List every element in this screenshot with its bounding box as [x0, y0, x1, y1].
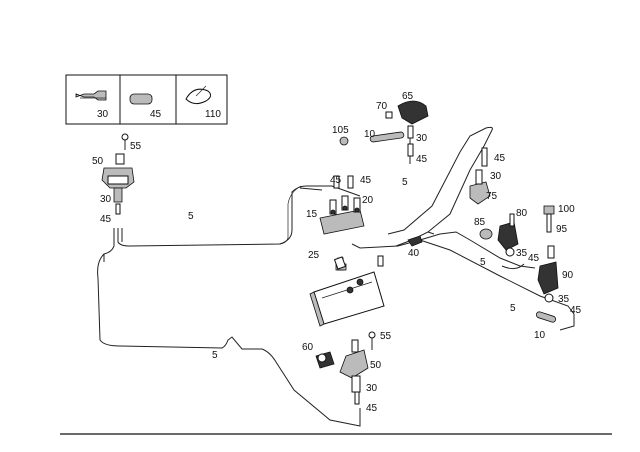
callout-labels: 105 70 65 10 30 45 5 55 50 30 45 5 45 45…: [92, 91, 582, 414]
callout-45: 45: [416, 154, 428, 165]
callout-45: 45: [360, 175, 372, 186]
hose-sleeve-icon: [129, 93, 153, 105]
hose-connector-icon: [75, 90, 107, 101]
callout-70: 70: [376, 101, 388, 112]
callout-5: 5: [212, 350, 218, 361]
vacuum-valve-upper: [101, 133, 135, 215]
vacuum-valve-lower: [315, 256, 376, 405]
callout-45: 45: [494, 153, 506, 164]
callout-45: 45: [330, 175, 342, 186]
callout-5: 5: [402, 177, 408, 188]
callout-90: 90: [562, 270, 574, 281]
callout-45: 45: [570, 305, 582, 316]
legend-box: 30 45 110: [65, 74, 228, 125]
hose-clamp-icon: [185, 85, 212, 105]
callout-5: 5: [510, 303, 516, 314]
callout-80: 80: [516, 208, 528, 219]
callout-30: 30: [366, 383, 378, 394]
callout-30: 30: [100, 194, 112, 205]
callout-105: 105: [332, 125, 349, 136]
callout-20: 20: [362, 195, 374, 206]
callout-55: 55: [130, 141, 142, 152]
callout-45: 45: [528, 253, 540, 264]
callout-30: 30: [490, 171, 502, 182]
callout-10: 10: [364, 129, 376, 140]
callout-10: 10: [534, 330, 546, 341]
callout-15: 15: [306, 209, 318, 220]
callout-45: 45: [366, 403, 378, 414]
callout-35: 35: [516, 248, 528, 259]
callout-85: 85: [474, 217, 486, 228]
legend-label-45: 45: [150, 109, 162, 120]
callout-55: 55: [380, 331, 392, 342]
callout-5: 5: [480, 257, 486, 268]
callout-25: 25: [308, 250, 320, 261]
t-connector: [407, 235, 423, 247]
callout-60: 60: [302, 342, 314, 353]
callout-50: 50: [370, 360, 382, 371]
vacuum-check-valve-top: [339, 100, 429, 157]
callout-75: 75: [486, 191, 498, 202]
callout-35: 35: [558, 294, 570, 305]
callout-50: 50: [92, 156, 104, 167]
callout-30: 30: [416, 133, 428, 144]
switchover-valve-block: [319, 175, 365, 235]
callout-45: 45: [100, 214, 112, 225]
vacuum-reservoir: [309, 255, 385, 327]
callout-40: 40: [408, 248, 420, 259]
callout-100: 100: [558, 204, 575, 215]
callout-65: 65: [402, 91, 414, 102]
legend-label-110: 110: [205, 109, 221, 120]
vacuum-lines: [97, 126, 575, 427]
callout-5: 5: [188, 211, 194, 222]
actuator-right: [469, 147, 559, 323]
callout-95: 95: [556, 224, 568, 235]
legend-label-30: 30: [97, 109, 109, 120]
